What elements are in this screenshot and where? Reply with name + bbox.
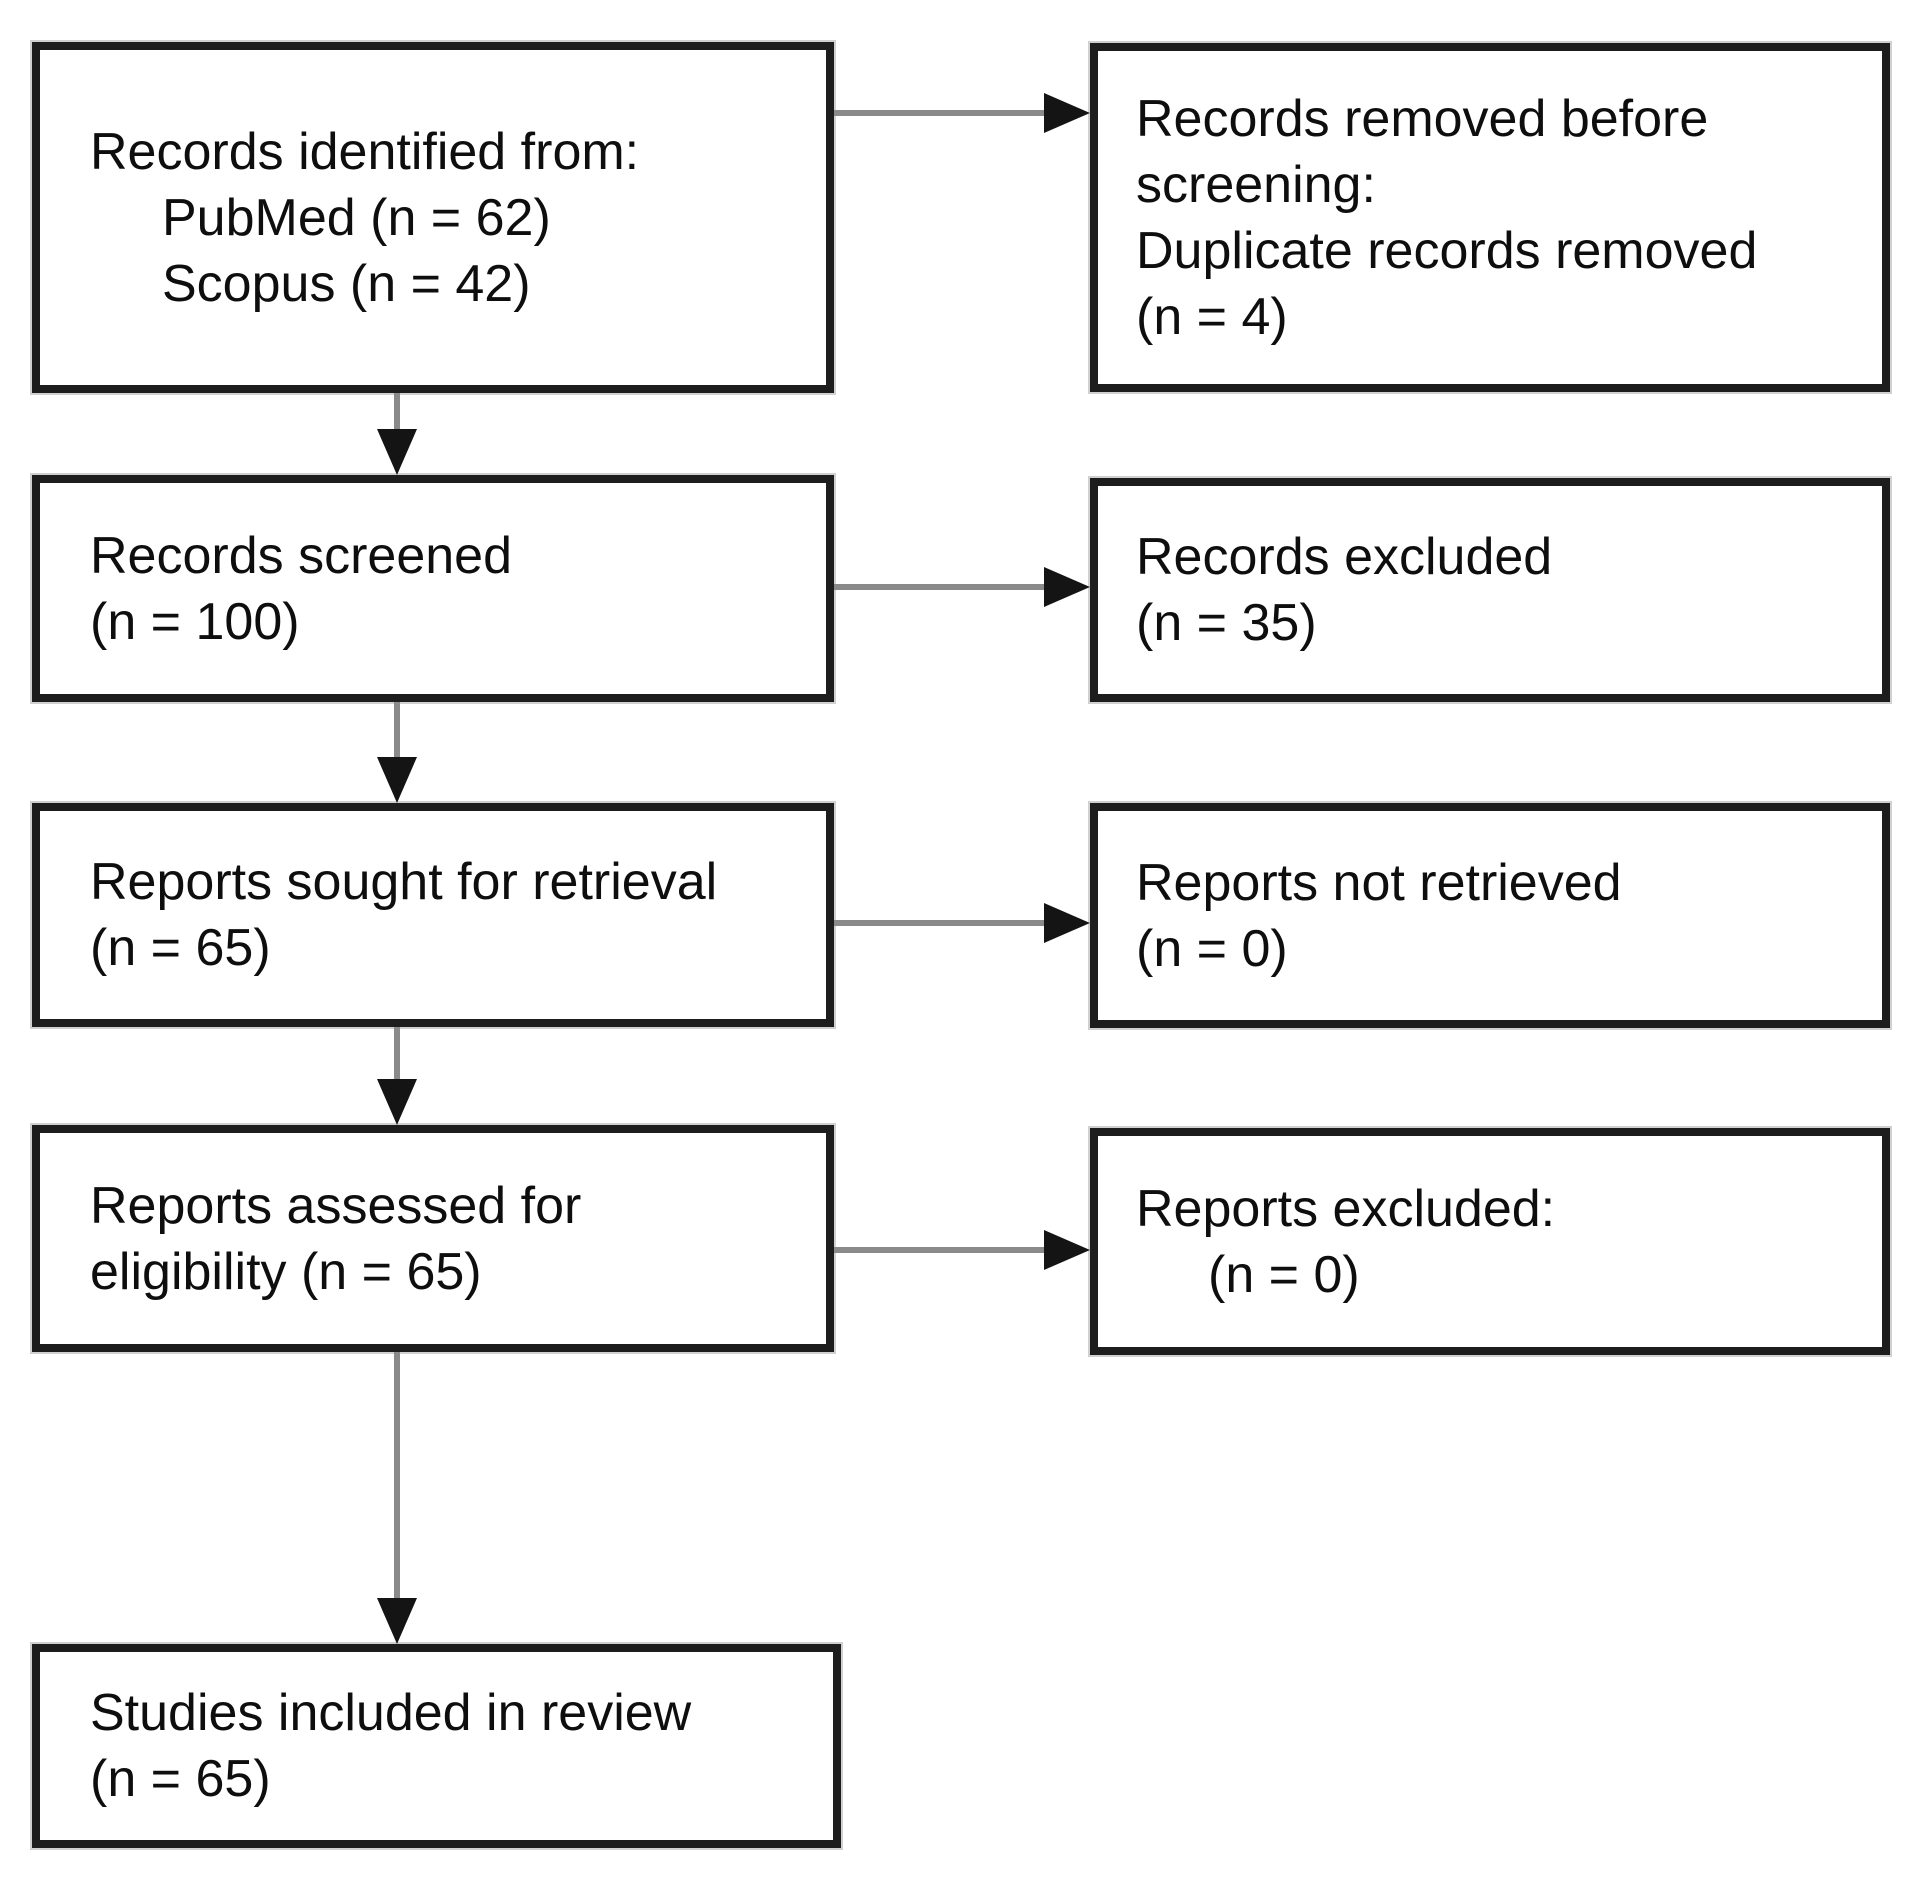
arrow-shaft (834, 920, 1044, 926)
box-records-removed: Records removed before screening: Duplic… (1090, 43, 1890, 392)
arrow-shaft (394, 1027, 400, 1081)
arrow-shaft (394, 393, 400, 431)
box-line: (n = 65) (90, 1750, 271, 1808)
arrowhead-right-icon (1044, 903, 1090, 943)
box-line: Duplicate records removed (1136, 221, 1758, 280)
box-line: Records removed before (1136, 89, 1709, 148)
box-line: PubMed (n = 62) (162, 188, 551, 247)
box-records-screened: Records screened (n = 100) (32, 475, 834, 702)
arrowhead-down-icon (377, 429, 417, 475)
box-reports-assessed: Reports assessed for eligibility (n = 65… (32, 1125, 834, 1352)
arrowhead-down-icon (377, 757, 417, 803)
box-studies-included: Studies included in review (n = 65) (32, 1644, 841, 1848)
box-line: (n = 35) (1136, 594, 1317, 652)
arrow-sought-to-not-retrieved (834, 903, 1090, 943)
box-line: Reports not retrieved (1136, 853, 1622, 912)
arrowhead-right-icon (1044, 1230, 1090, 1270)
box-line: Reports excluded: (1136, 1179, 1556, 1238)
arrow-assessed-to-included (377, 1352, 417, 1644)
arrow-identified-to-removed (834, 93, 1090, 133)
arrowhead-down-icon (377, 1598, 417, 1644)
box-line: Records excluded (1136, 528, 1553, 586)
box-reports-sought: Reports sought for retrieval (n = 65) (32, 803, 834, 1027)
box-line: (n = 65) (90, 919, 271, 977)
arrow-sought-to-assessed (377, 1027, 417, 1125)
box-reports-not-retrieved: Reports not retrieved (n = 0) (1090, 803, 1890, 1028)
box-line: Reports assessed for (90, 1176, 582, 1235)
arrowhead-right-icon (1044, 567, 1090, 607)
arrowhead-down-icon (377, 1079, 417, 1125)
arrow-assessed-to-excluded (834, 1230, 1090, 1270)
box-line: screening: (1136, 155, 1376, 214)
box-records-identified: Records identified from: PubMed (n = 62)… (32, 42, 834, 393)
arrow-shaft (834, 1247, 1044, 1253)
arrow-shaft (394, 702, 400, 759)
box-line: Studies included in review (90, 1684, 692, 1742)
box-line: (n = 4) (1136, 287, 1288, 346)
arrowhead-right-icon (1044, 93, 1090, 133)
arrow-shaft (394, 1352, 400, 1600)
box-reports-excluded: Reports excluded: (n = 0) (1090, 1128, 1890, 1355)
box-line: Records screened (90, 526, 512, 585)
box-line: Records identified from: (90, 122, 640, 181)
arrow-shaft (834, 584, 1044, 590)
box-records-excluded: Records excluded (n = 35) (1090, 478, 1890, 702)
box-line: (n = 0) (1208, 1245, 1360, 1304)
arrow-identified-to-screened (377, 393, 417, 475)
box-line: (n = 0) (1136, 919, 1288, 978)
arrow-screened-to-sought (377, 702, 417, 803)
arrow-shaft (834, 110, 1044, 116)
box-line: Scopus (n = 42) (162, 254, 531, 313)
box-line: eligibility (n = 65) (90, 1242, 482, 1301)
box-line: (n = 100) (90, 592, 300, 651)
arrow-screened-to-excluded (834, 567, 1090, 607)
box-line: Reports sought for retrieval (90, 853, 718, 911)
